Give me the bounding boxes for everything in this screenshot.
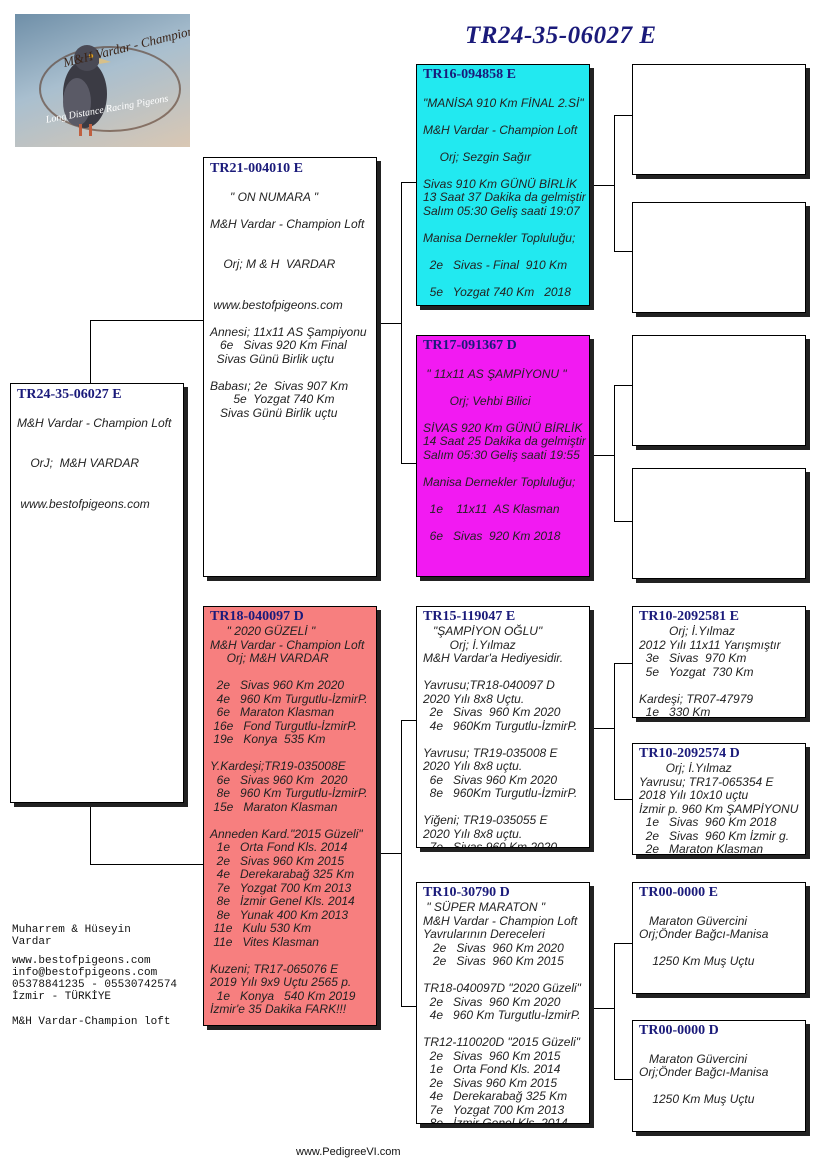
dam-sire-sire-ring: TR10-2092581 E [639,609,739,624]
dam-sire-sire-card: TR10-2092581 E Orj; İ.Yılmaz 2012 Yılı 1… [632,606,806,718]
dam-sire-notes: "ŞAMPİYON OĞLU" Orj; İ.Yılmaz M&H Vardar… [423,624,578,848]
loft-logo: M&H Vardar - Champion Loft Long Distance… [15,14,190,147]
sire-dam-ring: TR17-091367 D [423,338,517,353]
pedigree-title: TR24-35-06027 E [465,22,657,49]
pigeon-logo-icon [39,45,181,136]
subject-notes: M&H Vardar - Champion Loft OrJ; M&H VARD… [17,415,172,511]
dam-dam-dam-notes: Maraton Güvercini Orj;Önder Bağcı-Manisa… [639,1051,769,1106]
ggp-box-2 [632,202,806,313]
owner-loft: M&H Vardar-Champion loft [12,1016,171,1028]
sire-card: TR21-004010 E " ON NUMARA " M&H Vardar -… [203,157,377,577]
footer-brand[interactable]: www.PedigreeVI.com [296,1146,401,1158]
owner-name-2: Vardar [12,936,52,948]
owner-phone: 05378841235 - 05530742574 [12,979,178,991]
owner-email[interactable]: info@bestofpigeons.com [12,967,158,979]
dam-dam-notes: " SÜPER MARATON " M&H Vardar - Champion … [423,900,581,1124]
owner-name-1: Muharrem & Hüseyin [12,924,131,936]
dam-dam-sire-ring: TR00-0000 E [639,885,718,900]
dam-sire-dam-notes: Orj; İ.Yılmaz Yavrusu; TR17-065354 E 201… [639,761,799,855]
subject-card: TR24-35-06027 E M&H Vardar - Champion Lo… [10,383,184,803]
dam-card: TR18-040097 D " 2020 GÜZELİ " M&H Vardar… [203,606,377,1026]
dam-sire-ring: TR15-119047 E [423,609,516,624]
sire-dam-notes: " 11x11 AS ŞAMPİYONU " Orj; Vehbi Bilici… [423,366,586,543]
owner-website[interactable]: www.bestofpigeons.com [12,955,151,967]
sire-notes: " ON NUMARA " M&H Vardar - Champion Loft… [210,189,367,420]
dam-dam-sire-notes: Maraton Güvercini Orj;Önder Bağcı-Manisa… [639,913,769,968]
subject-ring: TR24-35-06027 E [17,387,122,402]
dam-notes: " 2020 GÜZELİ " M&H Vardar - Champion Lo… [210,624,368,1016]
dam-dam-ring: TR10-30790 D [423,885,510,900]
dam-sire-dam-ring: TR10-2092574 D [639,746,740,761]
dam-dam-card: TR10-30790 D " SÜPER MARATON " M&H Varda… [416,882,590,1124]
owner-city: İzmir - TÜRKİYE [12,991,112,1003]
ggp-box-1 [632,64,806,175]
sire-ring: TR21-004010 E [210,161,303,176]
ggp-box-4 [632,468,806,579]
dam-dam-sire-card: TR00-0000 E Maraton Güvercini Orj;Önder … [632,882,806,994]
sire-sire-ring: TR16-094858 E [423,67,516,82]
sire-dam-card: TR17-091367 D " 11x11 AS ŞAMPİYONU " Orj… [416,335,590,577]
dam-dam-dam-card: TR00-0000 D Maraton Güvercini Orj;Önder … [632,1020,806,1132]
dam-dam-dam-ring: TR00-0000 D [639,1023,719,1038]
dam-ring: TR18-040097 D [210,609,304,624]
dam-sire-card: TR15-119047 E "ŞAMPİYON OĞLU" Orj; İ.Yıl… [416,606,590,848]
dam-sire-sire-notes: Orj; İ.Yılmaz 2012 Yılı 11x11 Yarışmıştı… [639,624,781,718]
dam-sire-dam-card: TR10-2092574 D Orj; İ.Yılmaz Yavrusu; TR… [632,743,806,855]
ggp-box-3 [632,335,806,446]
sire-sire-notes: "MANİSA 910 Km FİNAL 2.Sİ" M&H Vardar - … [423,95,586,299]
sire-sire-card: TR16-094858 E "MANİSA 910 Km FİNAL 2.Sİ"… [416,64,590,306]
